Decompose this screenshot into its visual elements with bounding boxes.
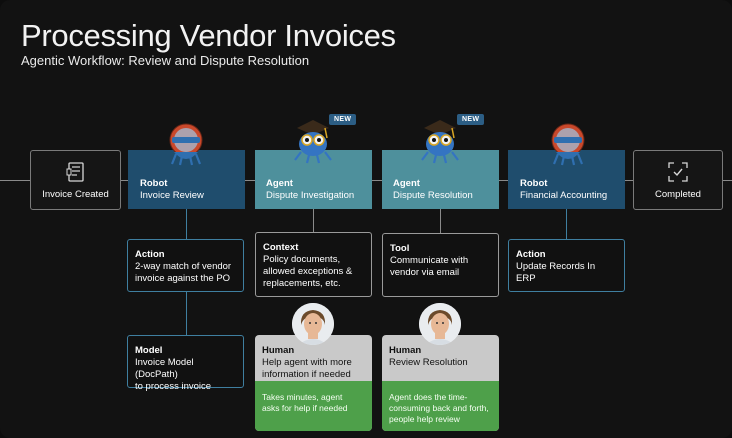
- connector-start-robot1: [121, 180, 128, 181]
- checkmark-frame-icon: [668, 162, 688, 182]
- human-avatar: [419, 303, 461, 345]
- step-agent-dispute-investigation: Agent Dispute Investigation: [255, 150, 372, 209]
- new-badge: NEW: [457, 114, 485, 125]
- graduate-mascot-icon: [294, 120, 332, 164]
- connector-agent3-robot4: [499, 180, 508, 181]
- connector-left-edge: [0, 180, 30, 181]
- connector-right-edge: [723, 180, 732, 181]
- step-name: Dispute Resolution: [393, 190, 473, 201]
- connector-agent2-context: [313, 209, 314, 232]
- step-robot-financial-accounting: Robot Financial Accounting: [508, 150, 625, 209]
- human-card-review-resolution: Human Review Resolution Agent does the t…: [382, 335, 499, 431]
- human-note: Takes minutes, agent asks for help if ne…: [255, 381, 372, 431]
- step-name: Financial Accounting: [520, 190, 608, 201]
- step-name: Dispute Investigation: [266, 190, 355, 201]
- page-title: Processing Vendor Invoices: [21, 18, 396, 53]
- connector-action-model: [186, 292, 187, 335]
- robot-mascot-icon: [551, 123, 585, 166]
- detail-model-invoice-review: Model Invoice Model (DocPath) to process…: [127, 335, 244, 392]
- new-badge: NEW: [329, 114, 357, 125]
- step-name: Invoice Review: [140, 190, 204, 201]
- step-robot-invoice-review: Robot Invoice Review: [128, 150, 245, 209]
- completed-label: Completed: [655, 189, 701, 200]
- step-type: Agent: [266, 178, 293, 189]
- human-note: Agent does the time- consuming back and …: [382, 381, 499, 431]
- step-agent-dispute-resolution: Agent Dispute Resolution: [382, 150, 499, 209]
- step-type: Robot: [520, 178, 548, 189]
- connector-agent3-tool: [440, 209, 441, 233]
- robot-mascot-icon: [169, 123, 203, 166]
- connector-robot1-agent2: [245, 180, 255, 181]
- page-subtitle: Agentic Workflow: Review and Dispute Res…: [21, 53, 310, 68]
- connector-robot4-end: [625, 180, 633, 181]
- detail-action-financial-accounting: Action Update Records In ERP: [508, 239, 625, 292]
- invoice-created-label: Invoice Created: [42, 189, 109, 200]
- connector-robot1-action: [186, 209, 187, 239]
- invoice-created-node: Invoice Created: [30, 150, 121, 210]
- step-type: Robot: [140, 178, 168, 189]
- detail-tool-dispute-resolution: Tool Communicate with vendor via email: [382, 233, 499, 297]
- connector-robot4-action: [566, 209, 567, 239]
- step-type: Agent: [393, 178, 420, 189]
- graduate-mascot-icon: [421, 120, 459, 164]
- connector-agent2-agent3: [372, 180, 382, 181]
- document-list-icon: [66, 162, 84, 182]
- detail-action-invoice-review: Action 2-way match of vendor invoice aga…: [127, 239, 244, 292]
- human-card-help-agent: Human Help agent with more information i…: [255, 335, 372, 431]
- human-avatar: [292, 303, 334, 345]
- detail-context-dispute-investigation: Context Policy documents, allowed except…: [255, 232, 372, 297]
- completed-node: Completed: [633, 150, 723, 210]
